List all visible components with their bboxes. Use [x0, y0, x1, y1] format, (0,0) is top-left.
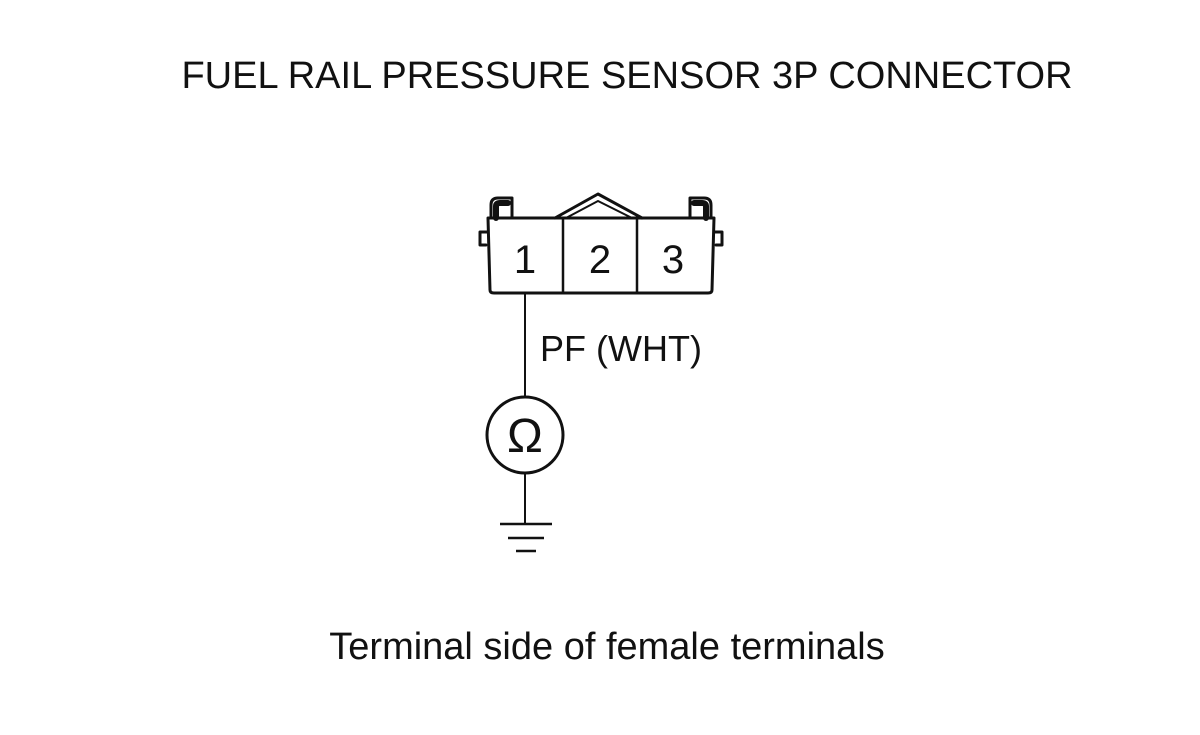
diagram-title: FUEL RAIL PRESSURE SENSOR 3P CONNECTOR	[181, 55, 1072, 97]
terminal-3-label: 3	[662, 238, 684, 282]
ohm-symbol: Ω	[507, 410, 543, 463]
diagram-caption: Terminal side of female terminals	[329, 626, 884, 668]
connector-key	[553, 192, 644, 220]
terminal-1-label: 1	[514, 238, 536, 282]
connector-3p	[478, 192, 724, 295]
ohmmeter-icon: Ω	[485, 395, 565, 475]
terminal-2-label: 2	[589, 238, 611, 282]
connector-left-latch	[489, 196, 514, 220]
wire-label: PF (WHT)	[540, 328, 702, 369]
connector-left-tab	[478, 230, 490, 247]
ground-icon	[500, 522, 552, 553]
connector-right-latch	[688, 196, 713, 220]
connector-housing	[486, 216, 716, 295]
connector-right-tab	[712, 230, 724, 247]
